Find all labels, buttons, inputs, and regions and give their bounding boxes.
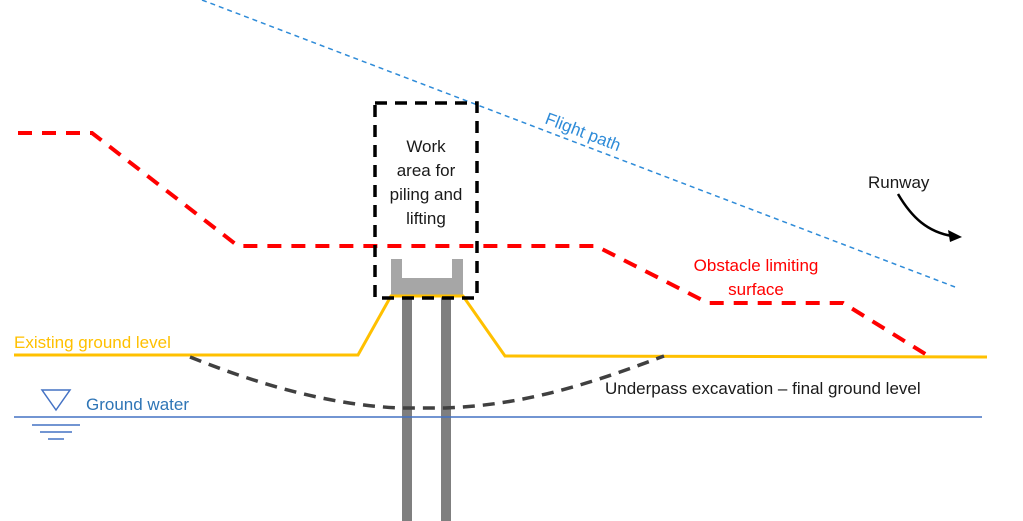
ground-water-label: Ground water [86, 395, 189, 414]
pile-left [402, 290, 412, 521]
pile-cap [391, 259, 463, 296]
runway-label: Runway [868, 173, 930, 192]
flight-path-line [201, 0, 956, 288]
obstacle-surface-label-2: surface [728, 280, 784, 299]
pile-right [441, 290, 451, 521]
obstacle-surface-label-1: Obstacle limiting [694, 256, 819, 275]
flight-path-label: Flight path [543, 109, 624, 155]
underpass-excavation-line [189, 354, 665, 410]
water-table-icon [32, 389, 80, 440]
runway-arrow-icon [896, 193, 962, 242]
underpass-label: Underpass excavation – final ground leve… [605, 379, 921, 398]
work-area-label-4: lifting [406, 209, 446, 228]
existing-ground-line [14, 294, 988, 359]
work-area-label-3: piling and [390, 185, 463, 204]
work-area-label-2: area for [397, 161, 456, 180]
obstacle-limiting-surface-line [18, 131, 929, 357]
work-area-box [373, 101, 479, 300]
work-area-label-1: Work [406, 137, 446, 156]
existing-ground-label: Existing ground level [14, 333, 171, 352]
